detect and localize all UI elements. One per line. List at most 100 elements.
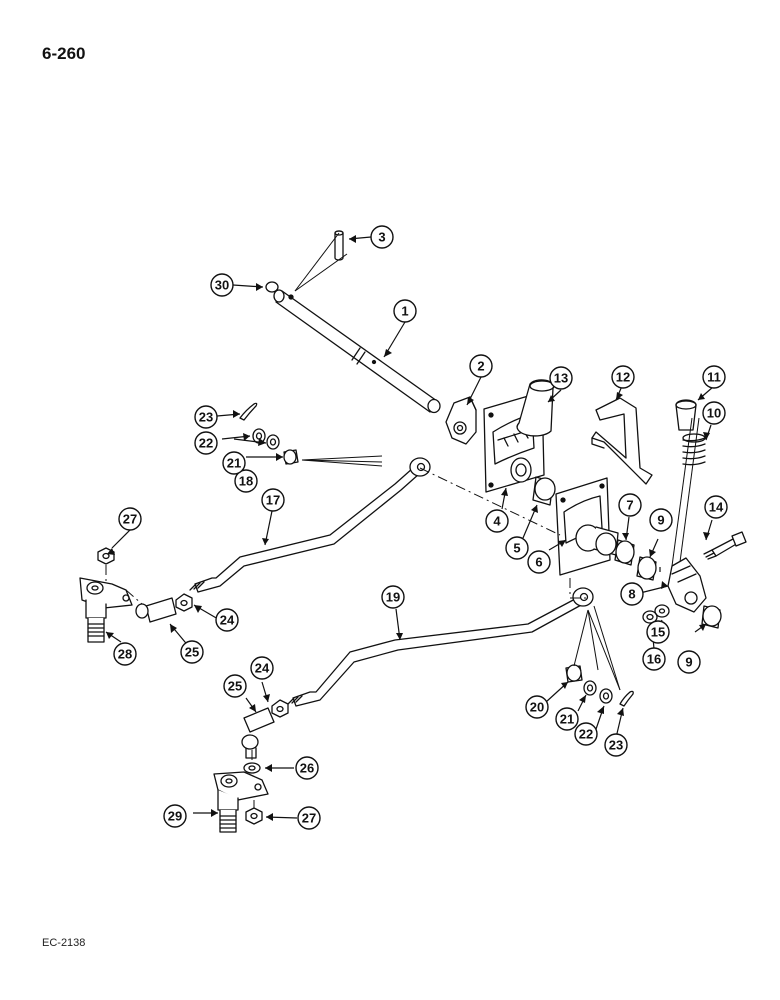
callout-circle <box>485 509 509 533</box>
callout-number: 29 <box>168 809 182 824</box>
callout-30: 30 <box>210 273 234 297</box>
callout-circle <box>604 733 628 757</box>
page-number: 6-260 <box>42 44 86 63</box>
bushing-part <box>701 605 722 629</box>
ball-joint-part <box>241 707 275 759</box>
lever-hub-part <box>445 396 477 445</box>
callout-number: 24 <box>220 613 235 628</box>
callout-circle <box>642 647 666 671</box>
lever-handle-part <box>591 397 653 485</box>
callout-number: 9 <box>685 655 692 670</box>
callout-circle <box>113 642 137 666</box>
callout-4: 4 <box>485 509 509 533</box>
callout-14: 14 <box>704 495 728 519</box>
callout-circle <box>469 354 493 378</box>
callout-circle <box>215 608 239 632</box>
callout-number: 2 <box>477 359 484 374</box>
callout-number: 22 <box>579 727 593 742</box>
callout-number: 1 <box>401 304 408 319</box>
callout-number: 20 <box>530 700 544 715</box>
callout-circle <box>525 695 549 719</box>
callout-28: 28 <box>113 642 137 666</box>
callout-number: 28 <box>118 647 132 662</box>
shaft-part <box>273 289 441 414</box>
callout-22: 22 <box>574 722 598 746</box>
callout-number: 9 <box>657 513 664 528</box>
callout-circle <box>393 299 417 323</box>
callout-12: 12 <box>611 365 635 389</box>
callout-7: 7 <box>618 493 642 517</box>
callout-circle <box>549 366 573 390</box>
callout-17: 17 <box>261 488 285 512</box>
callout-number: 23 <box>199 410 213 425</box>
bushing-part <box>636 556 657 581</box>
callout-number: 12 <box>616 370 630 385</box>
callout-number: 21 <box>227 456 241 471</box>
stud-bracket-part <box>213 771 269 833</box>
center-lines <box>105 467 586 808</box>
bolt-part <box>703 531 747 560</box>
ball-joint-part <box>135 597 177 623</box>
callout-number: 22 <box>199 436 213 451</box>
callout-number: 24 <box>255 661 270 676</box>
callout-number: 10 <box>707 406 721 421</box>
callout-number: 30 <box>215 278 229 293</box>
callout-arrowheads <box>106 235 710 821</box>
callout-circle <box>118 507 142 531</box>
callout-number: 27 <box>302 811 316 826</box>
callout-circle <box>194 405 218 429</box>
callout-number: 14 <box>709 500 724 515</box>
callout-circle <box>381 585 405 609</box>
callout-3: 3 <box>370 225 394 249</box>
callout-number: 15 <box>651 625 665 640</box>
callout-number: 6 <box>535 555 542 570</box>
callout-circle <box>180 640 204 664</box>
callout-circle <box>250 656 274 680</box>
callout-circle <box>505 536 529 560</box>
callout-8: 8 <box>620 582 644 606</box>
callout-circle <box>702 365 726 389</box>
callout-11: 11 <box>702 365 726 389</box>
callout-6: 6 <box>527 550 551 574</box>
leader-lines <box>294 232 700 691</box>
callout-circle <box>163 804 187 828</box>
callout-23: 23 <box>194 405 218 429</box>
callout-circle <box>574 722 598 746</box>
plunger-part <box>675 399 697 431</box>
callout-circle <box>261 488 285 512</box>
washer-part <box>599 688 613 704</box>
callout-number: 8 <box>628 587 635 602</box>
roll-pin-part <box>334 230 344 261</box>
callout-25: 25 <box>180 640 204 664</box>
callout-circle <box>704 495 728 519</box>
o-ring-part <box>265 281 279 293</box>
callout-circle <box>646 620 670 644</box>
callout-number: 23 <box>609 738 623 753</box>
document-code: EC-2138 <box>42 937 86 949</box>
callout-circle <box>222 451 246 475</box>
callout-number: 16 <box>647 652 661 667</box>
callout-27: 27 <box>297 806 321 830</box>
callout-circle <box>677 650 701 674</box>
knob-part <box>516 379 555 437</box>
callout-9: 9 <box>649 508 673 532</box>
callout-2: 2 <box>469 354 493 378</box>
callout-circle <box>620 582 644 606</box>
cotter-pin-part <box>239 402 258 421</box>
bushing-part <box>614 539 635 566</box>
callout-10: 10 <box>702 401 726 425</box>
callout-5: 5 <box>505 536 529 560</box>
callout-21: 21 <box>555 707 579 731</box>
callout-29: 29 <box>163 804 187 828</box>
callout-number: 18 <box>239 474 253 489</box>
quadrant-plate-rear <box>555 477 619 576</box>
callout-22: 22 <box>194 431 218 455</box>
callout-number: 27 <box>123 512 137 527</box>
callout-circle <box>297 806 321 830</box>
callout-circle <box>223 674 247 698</box>
callout-number: 21 <box>560 712 574 727</box>
nut-part <box>245 807 263 825</box>
callout-circle <box>295 756 319 780</box>
callout-number: 17 <box>266 493 280 508</box>
